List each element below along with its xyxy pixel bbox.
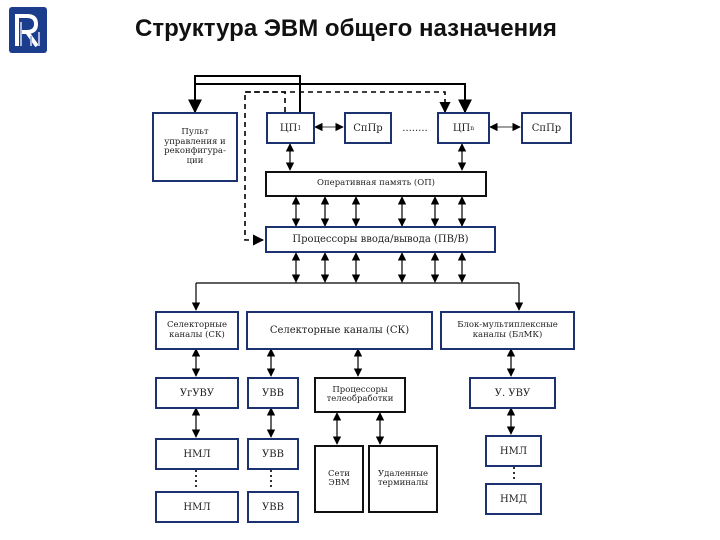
nml4-box [485,483,542,515]
console-label: Пульт управления и реконфигура-ции [164,127,226,166]
io-label: Процессоры ввода/вывода (ПВ/В) [292,234,469,245]
university-logo-icon [9,7,47,53]
telep-box [314,377,406,413]
sppr1-box [344,112,392,144]
uvv2-label: УВВ [262,448,284,460]
remote-box [368,445,438,513]
cpu1-text: ЦП [279,122,298,134]
continuation-dots [195,467,515,490]
ugvu-label: УгУВУ [179,387,215,399]
remote-label: Удаленные терминалы [377,468,429,488]
cpu-bus-line [195,83,472,114]
nml4-label: НМД [499,493,528,505]
uuvu-label: У. УВУ [494,387,531,399]
cpun-text: ЦП [452,122,471,134]
io-box [265,226,496,253]
ram-io-arrows [291,196,467,227]
cpun-box [437,112,490,144]
bmk-box [440,311,575,350]
io-down-arrows [291,252,467,283]
uvv3-box [247,491,299,523]
sel2-box [246,311,433,350]
uuvu-box [469,377,556,409]
nml1-label: НМЛ [183,448,211,460]
net-label: Сети ЭВМ [328,468,350,488]
nml1-box [155,438,239,470]
uvv1-box [247,377,299,409]
sel1-label: Селекторные каналы (СК) [167,320,227,340]
feedback-line [188,75,301,114]
bus-channel-arrows [191,283,524,311]
ram-box [265,171,487,197]
sel1-box [155,311,239,350]
sel2-label: Селекторные каналы (СК) [269,325,410,336]
nml3-box [485,435,542,467]
channel-device-arrows [191,348,516,377]
control-dashed-line-n [245,91,451,114]
nml2-box [155,491,239,523]
uvv1-label: УВВ [262,387,284,399]
cpu1-subscript: 1 [297,124,302,132]
nml2-label: НМЛ [183,501,211,513]
control-dashed-line [244,91,286,246]
ugvu-box [155,377,239,409]
device-storage-arrows [191,407,516,445]
sppr2-box [521,112,572,144]
console-box [152,112,238,182]
page-title: Структура ЭВМ общего назначения [135,15,557,42]
telep-label: Процессоры телеобработки [326,384,394,404]
cpun-subscript: n [470,124,475,132]
sppr2-label: СпПр [531,122,562,134]
ram-label: Оперативная память (ОП) [317,178,435,189]
cpu-ellipsis: ........ [402,122,428,134]
net-box [314,445,364,513]
sppr1-label: СпПр [353,122,383,134]
nml3-label: НМЛ [499,445,528,457]
uvv3-label: УВВ [262,501,284,513]
cpu1-box [266,112,315,144]
bmk-label: Блок-мультиплексные каналы (БлМК) [457,320,558,340]
uvv2-box [247,438,299,470]
